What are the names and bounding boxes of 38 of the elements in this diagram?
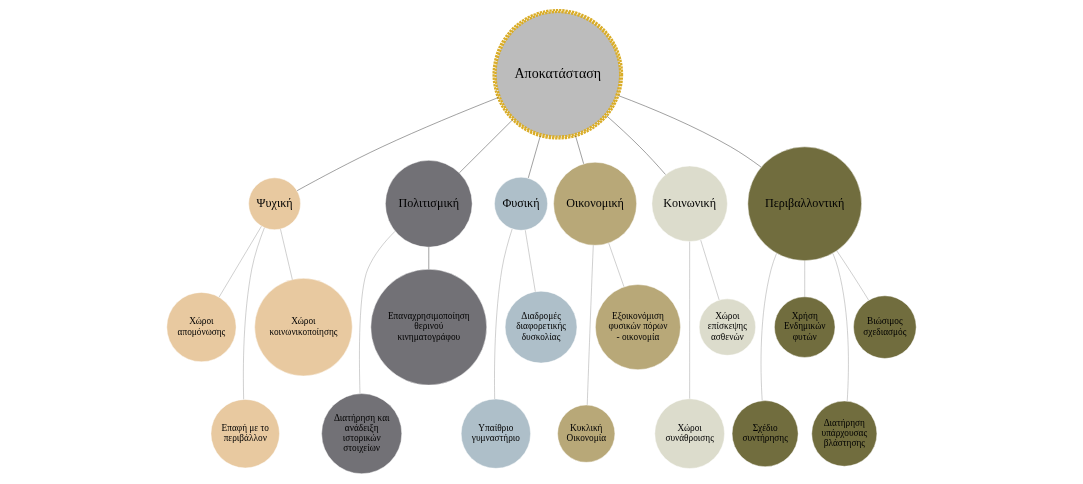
node-circle: Διατήρηση και ανάδειξη ιστορικών στοιχείων bbox=[321, 393, 402, 474]
node-circle: Χρήση Ενδημικών φυτών bbox=[774, 296, 836, 358]
connector bbox=[587, 245, 594, 406]
node-circle: Χώροι κοινωνικοποίησης bbox=[254, 278, 353, 377]
connector bbox=[459, 119, 513, 173]
node-circle: Υπαίθριο γυμναστήριο bbox=[460, 398, 531, 469]
node-circle: Κοινωνική bbox=[651, 165, 728, 242]
node-circle: Χώροι απομόνωσης bbox=[166, 292, 237, 363]
connector bbox=[804, 260, 805, 297]
node-circle: Σχέδιο συντήρησης bbox=[731, 400, 799, 467]
node-circle: Διατήρηση υπάρχουσας βλάστησης bbox=[811, 400, 878, 467]
connector bbox=[280, 228, 293, 280]
connector bbox=[218, 226, 262, 298]
node-circle: Επαναχρησιμοποίηση θερινού κινηματογράφου bbox=[370, 268, 487, 386]
connector bbox=[494, 228, 513, 400]
connector bbox=[689, 241, 690, 399]
node-circle: Οικονομική bbox=[553, 161, 637, 246]
connector bbox=[836, 250, 869, 301]
connector bbox=[760, 253, 777, 402]
connector bbox=[608, 242, 625, 288]
node-circle: Επαφή με το περιβάλλον bbox=[210, 399, 280, 469]
node-circle: Φυσική bbox=[494, 176, 548, 231]
node-circle: Ψυχική bbox=[248, 177, 301, 230]
node-circle: Διαδρομές διαφορετικής δυσκολίας bbox=[504, 290, 578, 364]
connector bbox=[525, 229, 536, 292]
connector bbox=[428, 247, 429, 270]
connector bbox=[618, 95, 762, 168]
connector bbox=[832, 253, 849, 402]
node-circle: Βιώσιμος σχεδιασμός bbox=[853, 295, 917, 359]
connector bbox=[359, 231, 396, 394]
node-circle: Πολιτισμική bbox=[385, 160, 473, 248]
node-circle: Χώροι συνάθροισης bbox=[654, 398, 725, 469]
node-circle: Χώροι επίσκεψης ασθενών bbox=[698, 298, 756, 356]
connector bbox=[700, 239, 720, 301]
node-circle: Εξοικονόμιση φυσικών πόρων - οικονομία bbox=[595, 284, 681, 370]
node-circle: Κυκλική Οικονομία bbox=[557, 404, 616, 463]
node-circle: Περιβαλλοντική bbox=[747, 146, 862, 261]
connector bbox=[243, 227, 265, 400]
